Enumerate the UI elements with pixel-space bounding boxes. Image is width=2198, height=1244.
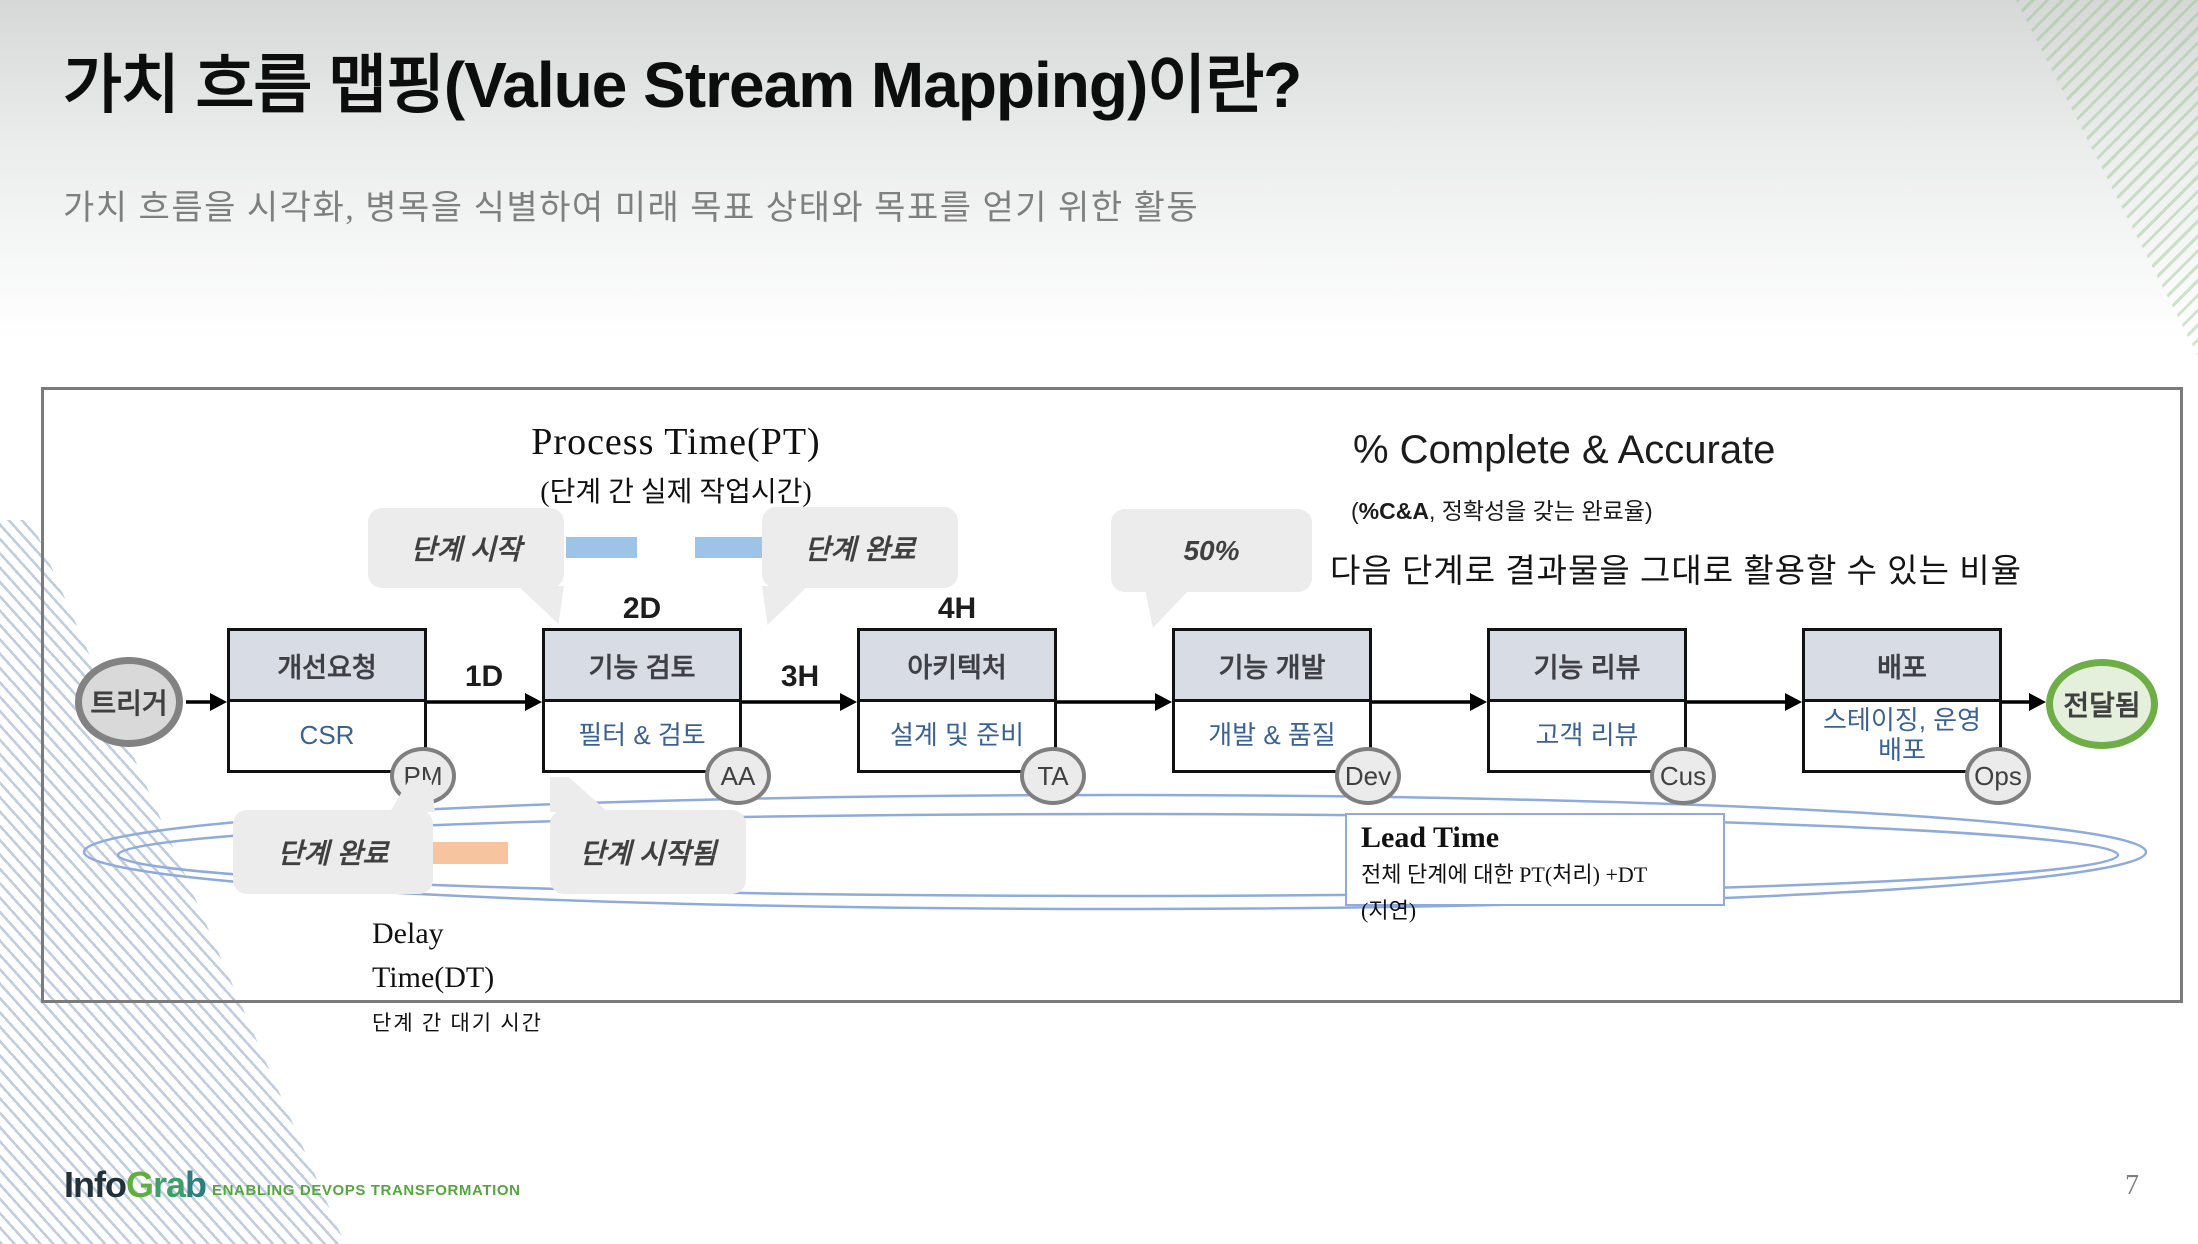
ca-paren: (: [1351, 498, 1359, 524]
process-time-dash-left: [566, 537, 637, 558]
delivered-node: 전달됨: [2046, 659, 2158, 749]
stage-owner-badge: Cus: [1650, 747, 1716, 805]
logo-tagline: ENABLING DEVOPS TRANSFORMATION: [212, 1182, 521, 1199]
stage-box-deploy: 배포 스테이징, 운영 배포 Ops: [1802, 628, 2031, 805]
stage-owner-badge: PM: [390, 747, 456, 805]
delay-time-block: Delay Time(DT) 단계 간 대기 시간: [372, 912, 543, 1037]
pt-label-2d: 2D: [622, 592, 662, 625]
bubble-stage-complete-bottom: 단계 완료: [233, 810, 433, 894]
stage-box-improvement-request: 개선요청 CSR PM: [227, 628, 456, 805]
bubble-stage-start: 단계 시작: [368, 508, 564, 588]
delay-time-title-line1: Delay: [372, 917, 444, 950]
delay-time-title-line2: Time(DT): [372, 960, 495, 994]
bubble-stage-started: 단계 시작됨: [550, 810, 746, 894]
complete-accurate-subtitle: (%C&A, 정확성을 갖는 완료율): [1351, 492, 1653, 526]
stage-activity: 스테이징, 운영 배포: [1802, 702, 2002, 773]
dt-label-3h: 3H: [780, 660, 820, 693]
process-time-subtitle: (단계 간 실제 작업시간): [540, 477, 812, 508]
page-subtitle: 가치 흐름을 시각화, 병목을 식별하여 미래 목표 상태와 목표를 얻기 위한…: [63, 190, 1200, 227]
stage-title: 개선요청: [227, 628, 427, 702]
stage-title: 배포: [1802, 628, 2002, 702]
pt-label-4h: 4H: [937, 592, 977, 625]
delay-time-subtitle: 단계 간 대기 시간: [372, 1011, 543, 1035]
trigger-node: 트리거: [75, 657, 183, 747]
dt-label-1d: 1D: [464, 660, 504, 693]
page-number: 7: [2125, 1170, 2139, 1201]
logo-part-b: b: [185, 1164, 207, 1205]
diagram-border-frame: [41, 387, 2183, 1003]
page-title: 가치 흐름 맵핑(Value Stream Mapping)이란?: [63, 49, 1302, 121]
stage-owner-badge: AA: [705, 747, 771, 805]
stage-box-architecture: 아키텍처 설계 및 준비 TA: [857, 628, 1086, 805]
complete-accurate-note: 다음 단계로 결과물을 그대로 활용할 수 있는 비율: [1330, 554, 2022, 590]
complete-accurate-title: % Complete & Accurate: [1353, 428, 1776, 472]
infograb-logo: InfoGrab: [64, 1164, 207, 1206]
delay-time-bar: [432, 842, 508, 864]
stage-box-feature-development: 기능 개발 개발 & 품질 Dev: [1172, 628, 1401, 805]
logo-part-ra: ra: [153, 1164, 186, 1205]
ca-abbr: %C&A: [1358, 498, 1429, 524]
logo-part-g: G: [125, 1164, 154, 1205]
stage-title: 기능 검토: [542, 628, 742, 702]
stage-owner-badge: Ops: [1965, 747, 2031, 805]
arrowhead-icon: [210, 693, 2046, 711]
bubble-percent-50: 50%: [1111, 509, 1312, 592]
lead-time-loop-outer: [82, 793, 2148, 911]
stage-title: 아키텍처: [857, 628, 1057, 702]
stage-box-feature-review1: 기능 검토 필터 & 검토 AA: [542, 628, 771, 805]
stage-owner-badge: Dev: [1335, 747, 1401, 805]
stage-activity: 고객 리뷰: [1487, 702, 1687, 773]
stage-title: 기능 리뷰: [1487, 628, 1687, 702]
lead-time-box: Lead Time 전체 단계에 대한 PT(처리) +DT (지연): [1345, 813, 1725, 923]
stage-title: 기능 개발: [1172, 628, 1372, 702]
process-time-title: Process Time(PT): [531, 421, 821, 463]
lead-time-desc-line2: (지연): [1361, 897, 1417, 923]
lead-time-loop-inner: [116, 812, 2120, 898]
logo-part-info: Info: [64, 1164, 127, 1205]
top-gradient-background: [0, 0, 2198, 340]
ca-rest: , 정확성을 갖는 완료율): [1428, 498, 1653, 524]
lead-time-title: Lead Time: [1361, 821, 1500, 854]
stage-owner-badge: TA: [1020, 747, 1086, 805]
process-time-dash-right: [695, 537, 766, 558]
bubble-stage-complete-top: 단계 완료: [762, 507, 958, 588]
lead-time-desc-line1: 전체 단계에 대한 PT(처리) +DT: [1361, 862, 1648, 887]
stage-box-feature-review2: 기능 리뷰 고객 리뷰 Cus: [1487, 628, 1716, 805]
